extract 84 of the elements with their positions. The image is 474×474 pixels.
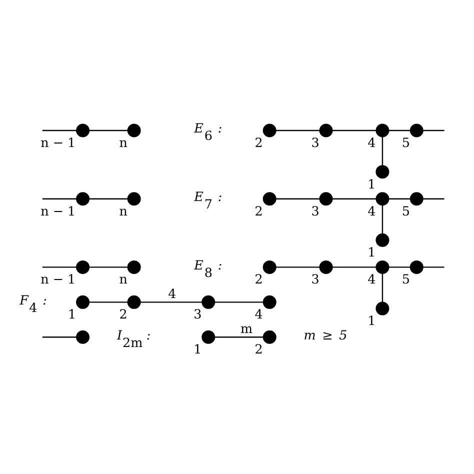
node-circle xyxy=(410,124,424,138)
node-circle xyxy=(76,192,90,206)
node-circle xyxy=(262,192,276,206)
node-label: 1 xyxy=(368,244,376,260)
connector xyxy=(42,130,76,132)
node-label: n xyxy=(119,203,128,218)
connector xyxy=(382,205,384,234)
node-label: 1 xyxy=(368,313,376,328)
node-label: 4 xyxy=(368,272,376,287)
node-circle xyxy=(319,260,333,274)
connector xyxy=(89,130,128,132)
node-label: 1 xyxy=(368,176,376,192)
connector xyxy=(423,198,444,200)
node-circle xyxy=(127,260,141,274)
connector xyxy=(42,266,76,268)
connector xyxy=(332,198,376,200)
node-circle xyxy=(127,192,141,206)
node-circle xyxy=(376,233,390,247)
node-circle xyxy=(262,330,276,344)
node-circle xyxy=(76,330,90,344)
label: m ≥ 5 xyxy=(304,327,348,342)
connector xyxy=(42,336,76,338)
node-circle xyxy=(376,302,390,316)
node-circle xyxy=(127,124,141,138)
node-label: 1 xyxy=(68,306,76,322)
connector xyxy=(276,198,320,200)
connector xyxy=(214,302,264,303)
node-circle xyxy=(410,260,424,274)
connector xyxy=(388,130,410,132)
connector xyxy=(382,274,384,302)
node-label: 5 xyxy=(402,272,410,287)
node-label: 2 xyxy=(254,203,263,218)
connector xyxy=(89,198,128,200)
node-circle xyxy=(127,295,141,309)
node-circle xyxy=(319,192,333,206)
node-label: 4 xyxy=(368,203,376,218)
node-circle xyxy=(76,260,90,274)
node-label: 4 xyxy=(254,306,263,322)
node-label: n − 1 xyxy=(40,272,76,287)
node-label: 2 xyxy=(119,306,128,322)
node-circle xyxy=(76,124,90,138)
node-circle xyxy=(376,260,390,274)
node-label: 2 xyxy=(254,272,263,287)
node-label: 3 xyxy=(311,135,320,150)
node-label: 1 xyxy=(194,342,202,357)
node-circle xyxy=(262,124,276,138)
connector xyxy=(140,302,202,303)
node-label: n xyxy=(119,272,128,287)
connector xyxy=(42,198,76,200)
node-circle xyxy=(262,260,276,274)
node-circle xyxy=(376,165,390,179)
node-label: 2 xyxy=(254,342,263,357)
node-circle xyxy=(319,124,333,138)
node-label: n xyxy=(119,135,128,150)
connector xyxy=(276,130,320,132)
node-label: n − 1 xyxy=(40,135,76,150)
connector xyxy=(214,336,264,338)
node-circle xyxy=(410,192,424,206)
connector xyxy=(423,130,444,132)
node-label: 3 xyxy=(311,203,320,218)
node-label: 2 xyxy=(254,135,263,150)
connector xyxy=(276,266,320,268)
connector xyxy=(89,266,128,268)
node-label: 5 xyxy=(402,203,410,218)
connector xyxy=(382,137,384,166)
connector xyxy=(332,130,376,132)
node-label: 4 xyxy=(368,135,376,150)
node-circle xyxy=(262,295,276,309)
node-circle xyxy=(202,330,216,344)
node-circle xyxy=(202,295,216,309)
connector xyxy=(332,266,376,268)
node-circle xyxy=(376,124,390,138)
connector xyxy=(423,266,444,268)
edge-label: 4 xyxy=(168,286,176,302)
connector xyxy=(388,266,410,268)
connector xyxy=(89,302,128,303)
node-label: 5 xyxy=(402,135,410,150)
node-circle xyxy=(376,192,390,206)
node-label: 3 xyxy=(311,272,320,287)
edge-label: m xyxy=(240,321,253,336)
node-label: n − 1 xyxy=(40,203,76,218)
node-circle xyxy=(76,295,90,309)
node-label: 3 xyxy=(194,306,202,322)
connector xyxy=(388,198,410,200)
